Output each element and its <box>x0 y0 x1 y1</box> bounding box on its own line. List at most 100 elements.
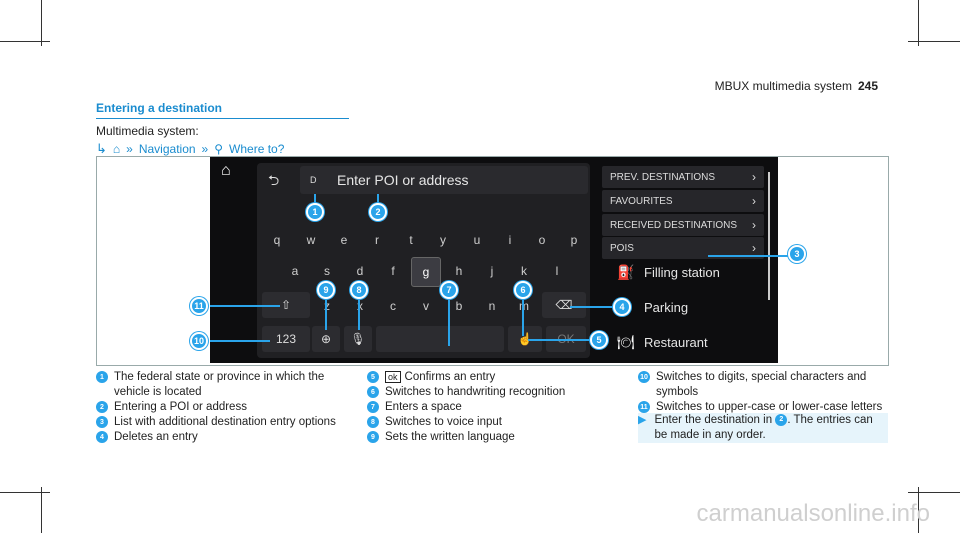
legend-text: Switches to digits, special characters a… <box>656 371 867 398</box>
legend-number: 8 <box>367 416 379 428</box>
callout-11: 11 <box>190 297 208 315</box>
poi-filling-station[interactable]: ⛽ Filling station <box>602 264 764 281</box>
key-p[interactable]: p <box>570 233 578 247</box>
delete-key[interactable]: ⌫ <box>542 292 586 318</box>
legend-text: Switches to voice input <box>385 416 502 428</box>
callout-9: 9 <box>317 281 335 299</box>
key-i[interactable]: i <box>508 233 512 247</box>
callout-line <box>325 298 327 330</box>
key-b[interactable]: b <box>455 299 463 313</box>
microphone-icon[interactable]: 🎙 <box>344 326 372 352</box>
key-m[interactable]: m <box>519 299 529 313</box>
manual-title: MBUX multimedia system <box>714 79 852 93</box>
key-s[interactable]: s <box>324 264 330 278</box>
legend-number: 2 <box>96 401 108 413</box>
legend-text: Enters a space <box>385 401 462 413</box>
callout-line <box>377 194 379 206</box>
path-navigation: Navigation <box>138 142 196 156</box>
callout-10: 10 <box>190 332 208 350</box>
key-l[interactable]: l <box>555 264 559 278</box>
crop-mark <box>41 0 42 46</box>
key-x[interactable]: x <box>357 299 363 313</box>
key-f[interactable]: f <box>391 264 395 278</box>
legend-number: 7 <box>367 401 379 413</box>
fuel-pump-icon: ⛽ <box>617 264 635 280</box>
path-where-to: Where to? <box>229 142 285 156</box>
crop-mark <box>908 41 960 42</box>
poi-restaurant[interactable]: 🍽Restaurant <box>602 334 764 351</box>
chevron-icon: » <box>126 142 133 156</box>
callout-line <box>314 194 316 206</box>
num-key[interactable]: 123 <box>262 326 310 352</box>
legend-text: Switches to upper-case or lower-case let… <box>656 401 883 413</box>
key-w[interactable]: w <box>306 233 316 247</box>
state-indicator: D <box>310 175 317 185</box>
callout-line <box>210 305 280 307</box>
space-key[interactable] <box>376 326 504 352</box>
legend-text: List with additional destination entry o… <box>114 416 336 428</box>
menu-pois[interactable]: POIS› <box>602 237 764 259</box>
key-t[interactable]: t <box>409 233 413 247</box>
menu-favourites[interactable]: FAVOURITES› <box>602 190 764 212</box>
key-y[interactable]: y <box>440 233 446 247</box>
key-r[interactable]: r <box>375 233 379 247</box>
key-j[interactable]: j <box>490 264 494 278</box>
key-e[interactable]: e <box>340 233 348 247</box>
poi-label: Restaurant <box>644 335 708 350</box>
key-u[interactable]: u <box>473 233 481 247</box>
chevron-right-icon: › <box>752 218 756 232</box>
scrollbar[interactable] <box>768 172 770 300</box>
key-z[interactable]: z <box>324 299 330 313</box>
key-d[interactable]: d <box>356 264 364 278</box>
callout-line <box>570 306 614 308</box>
menu-received-destinations[interactable]: RECEIVED DESTINATIONS› <box>602 214 764 236</box>
chevron-right-icon: › <box>752 194 756 208</box>
key-a[interactable]: a <box>291 264 299 278</box>
home-icon: ⌂ <box>112 142 121 156</box>
poi-label: Filling station <box>644 265 720 280</box>
menu-prev-destinations[interactable]: PREV. DESTINATIONS› <box>602 166 764 188</box>
back-arrow-icon[interactable]: ⮌ <box>268 172 280 188</box>
callout-1: 1 <box>306 203 324 221</box>
input-placeholder: Enter POI or address <box>337 172 469 188</box>
key-c[interactable]: c <box>390 299 396 313</box>
note-ref: 2 <box>775 413 788 426</box>
key-g[interactable]: g <box>411 257 441 287</box>
key-v[interactable]: v <box>423 299 429 313</box>
chevron-right-icon: › <box>752 170 756 184</box>
step-arrow-icon: ↳ <box>96 141 107 156</box>
legend-number: 3 <box>96 416 108 428</box>
legend-number: 6 <box>367 386 379 398</box>
ok-key-symbol: ok <box>385 371 401 383</box>
callout-5: 5 <box>590 331 608 349</box>
callout-line <box>358 298 360 330</box>
key-k[interactable]: k <box>521 264 527 278</box>
callout-line <box>210 340 270 342</box>
destination-input[interactable] <box>300 166 588 194</box>
legend-item: 3 List with additional destination entry … <box>96 415 354 430</box>
shift-key[interactable]: ⇧ <box>262 292 310 318</box>
globe-icon[interactable]: ⊕ <box>312 326 340 352</box>
home-icon[interactable]: ⌂ <box>221 162 231 179</box>
chevron-icon: » <box>201 142 209 156</box>
crop-mark <box>41 487 42 533</box>
intro-text: Multimedia system: <box>96 124 199 138</box>
key-q[interactable]: q <box>273 233 281 247</box>
key-n[interactable]: n <box>488 299 496 313</box>
callout-2: 2 <box>369 203 387 221</box>
key-h[interactable]: h <box>455 264 463 278</box>
poi-label: Parking <box>644 300 689 315</box>
menu-label: POIS <box>610 242 634 254</box>
note-text-b: . The entries can be made in any order. <box>654 414 873 441</box>
callout-6: 6 <box>514 281 532 299</box>
menu-path: ↳ ⌂ » Navigation » ⚲ Where to? <box>96 141 284 157</box>
key-o[interactable]: o <box>538 233 546 247</box>
legend-text: Entering a POI or address <box>114 401 247 413</box>
legend-item: 7 Enters a space <box>367 400 625 415</box>
legend-number: 9 <box>367 431 379 443</box>
